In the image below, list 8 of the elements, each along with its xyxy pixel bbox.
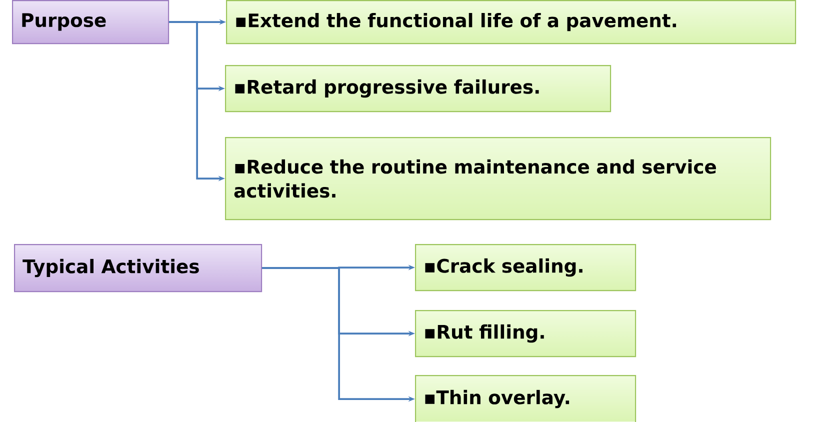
text-box: ▪Extend the functional life of a pavement. bbox=[226, 0, 796, 44]
text-box: ▪Reduce the routine maintenance and service activities. bbox=[225, 137, 772, 220]
process-box: Typical Activities bbox=[14, 244, 262, 292]
process-box: Purpose bbox=[12, 0, 170, 44]
text-box: ▪Thin overlay. bbox=[415, 375, 636, 422]
text-box: ▪Retard progressive failures. bbox=[225, 65, 612, 112]
text-box: ▪Rut filling. bbox=[415, 310, 636, 358]
text-box: ▪Crack sealing. bbox=[415, 244, 636, 292]
